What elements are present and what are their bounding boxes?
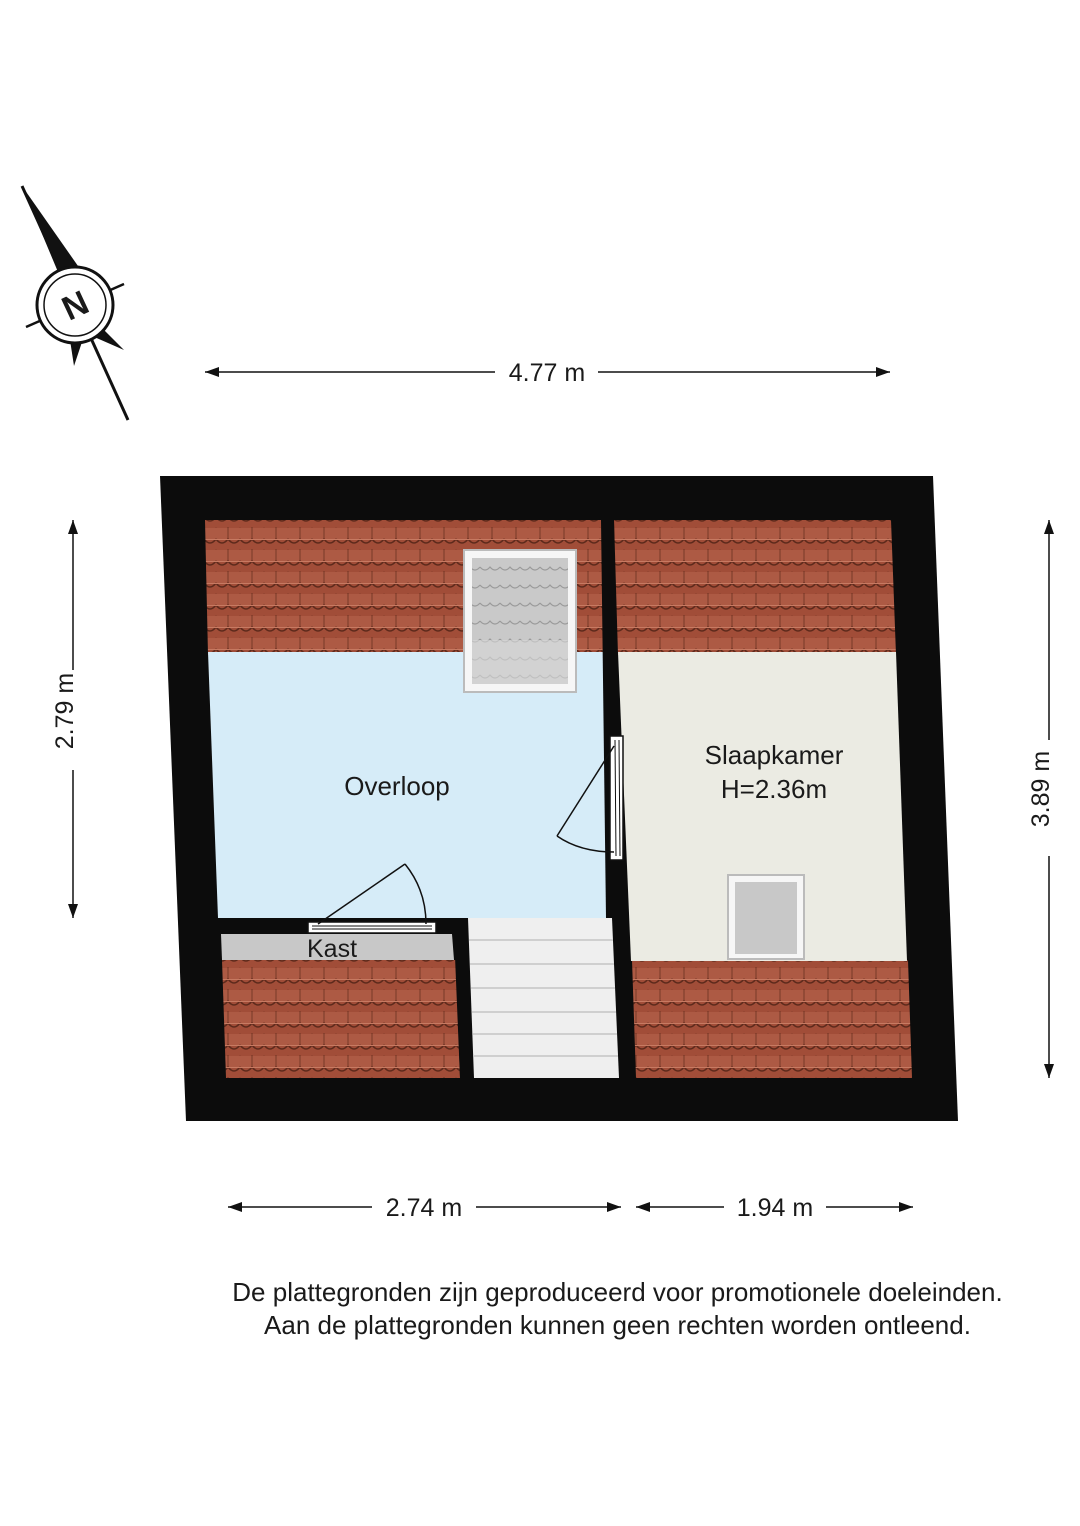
disclaimer-line-2: Aan de plattegronden kunnen geen rechten… [264, 1310, 971, 1340]
roof-window-slaapkamer [727, 874, 805, 960]
disclaimer: De plattegronden zijn geproduceerd voor … [0, 1276, 1080, 1342]
dimension-right: 3.89 m [1027, 520, 1055, 1078]
room-label-slaapkamer: Slaapkamer [705, 740, 844, 770]
dimension-bottom-right: 1.94 m [636, 1194, 913, 1222]
room-label-slaapkamer-height: H=2.36m [721, 774, 827, 804]
room-label-overloop: Overloop [344, 771, 450, 801]
dimension-bottom-left-label: 2.74 m [386, 1194, 462, 1222]
dimension-left: 2.79 m [51, 520, 79, 918]
disclaimer-line-1: De plattegronden zijn geproduceerd voor … [232, 1277, 1003, 1307]
dimension-left-label: 2.79 m [51, 673, 79, 749]
door-kast [307, 863, 437, 934]
staircase [468, 918, 619, 1078]
dimension-right-label: 3.89 m [1027, 751, 1055, 827]
dimension-top-label: 4.77 m [509, 359, 585, 387]
compass: N [20, 185, 130, 421]
room-kast-floor [221, 934, 454, 960]
room-overloop-floor [208, 652, 614, 918]
dimension-top: 4.77 m [205, 359, 890, 387]
room-label-kast: Kast [307, 935, 357, 963]
door-slaapkamer [556, 735, 624, 861]
roof-window-overloop [463, 549, 577, 693]
dimension-bottom-left: 2.74 m [228, 1194, 621, 1222]
dimension-bottom-right-label: 1.94 m [737, 1194, 813, 1222]
room-slaapkamer-floor [618, 652, 907, 961]
